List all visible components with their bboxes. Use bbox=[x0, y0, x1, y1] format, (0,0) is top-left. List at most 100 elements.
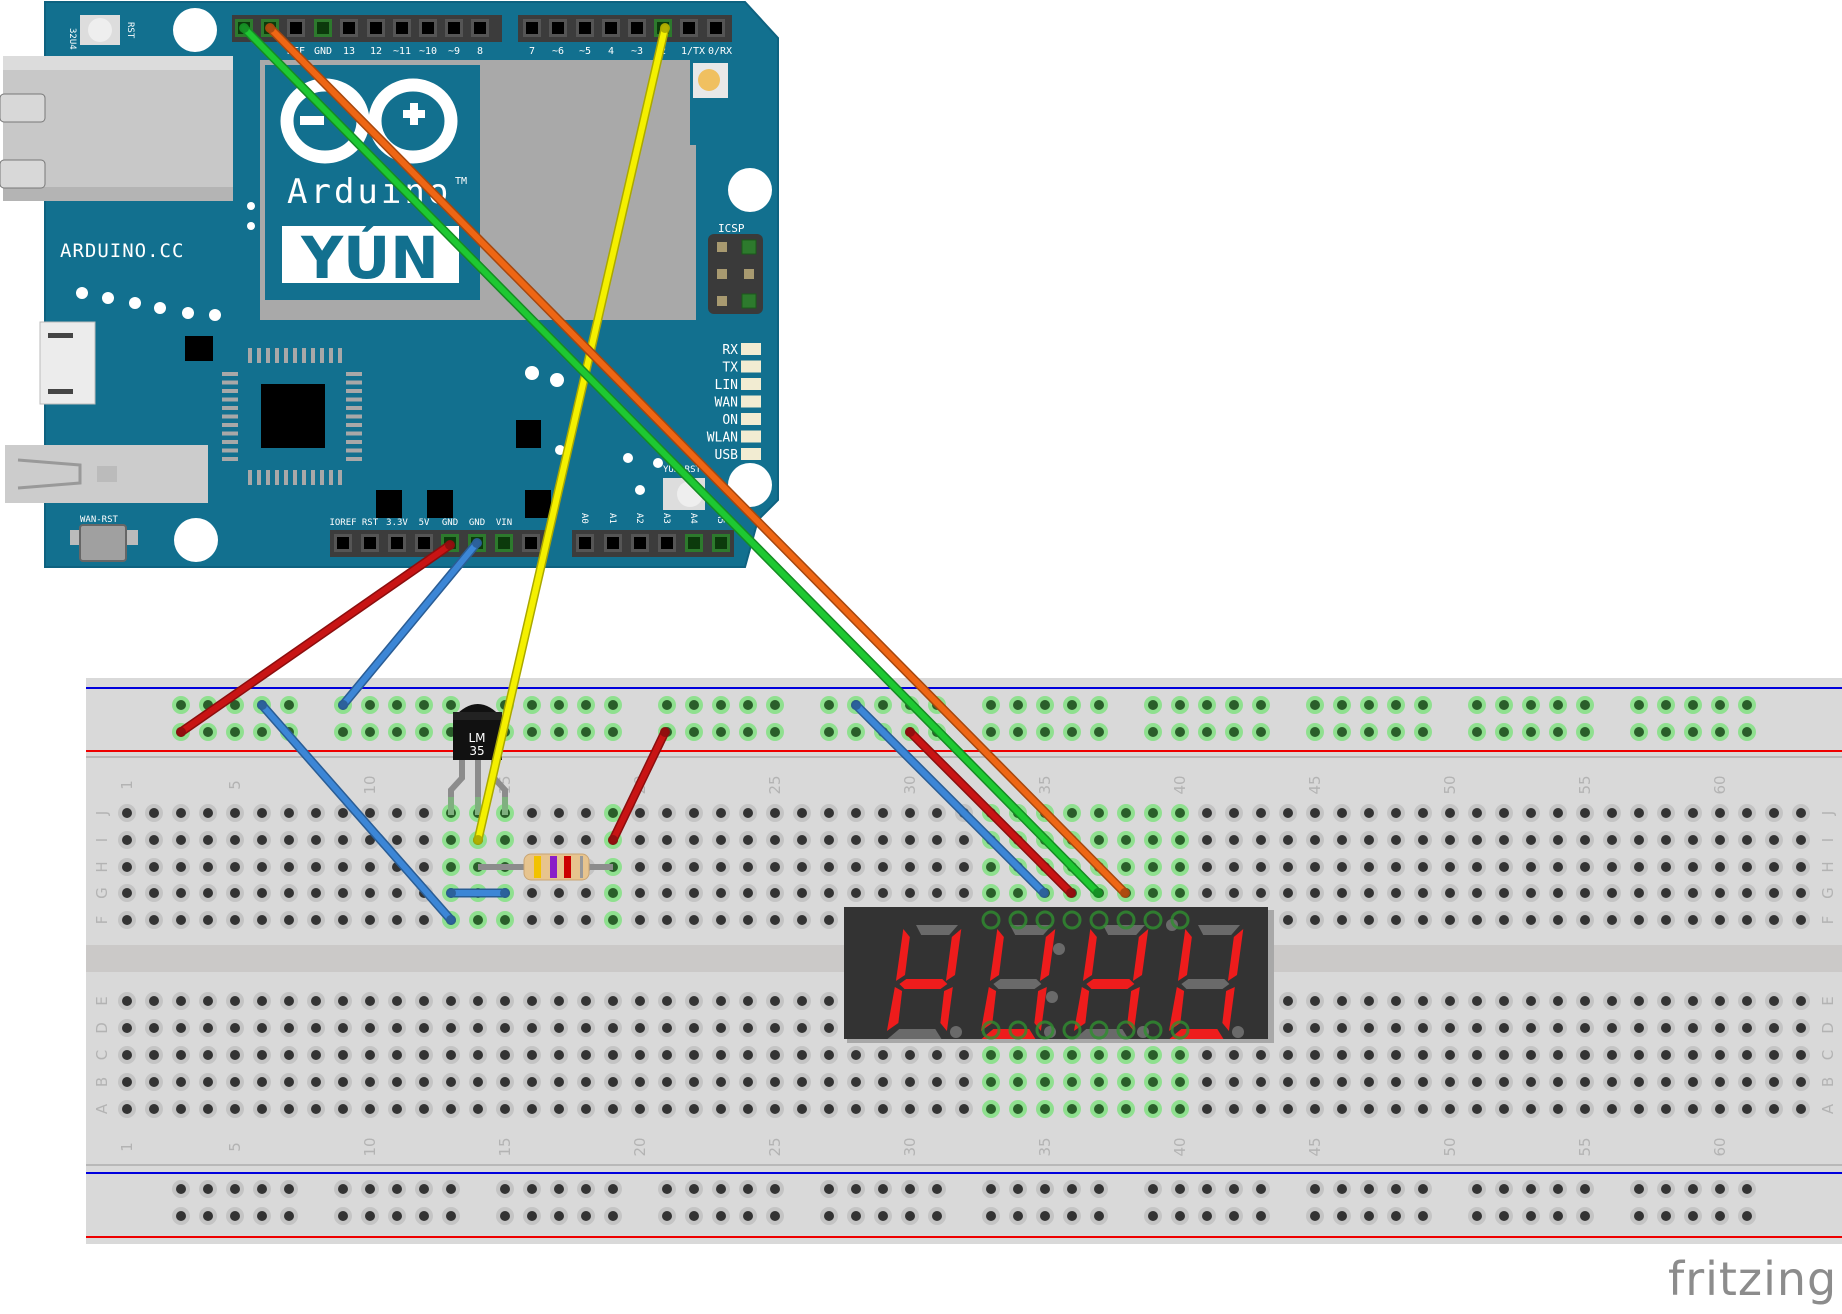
breadboard-hole[interactable] bbox=[1090, 696, 1108, 714]
breadboard-hole[interactable] bbox=[1495, 1180, 1513, 1198]
breadboard-hole[interactable] bbox=[442, 1073, 460, 1091]
breadboard-hole[interactable] bbox=[415, 992, 433, 1010]
breadboard-hole[interactable] bbox=[388, 884, 406, 902]
header-pin[interactable] bbox=[471, 19, 489, 37]
breadboard-hole[interactable] bbox=[550, 884, 568, 902]
breadboard-hole[interactable] bbox=[172, 884, 190, 902]
breadboard-hole[interactable] bbox=[955, 1046, 973, 1064]
wire-green[interactable] bbox=[239, 23, 1103, 898]
breadboard-hole[interactable] bbox=[1468, 1073, 1486, 1091]
breadboard-hole[interactable] bbox=[1630, 884, 1648, 902]
header-pin[interactable] bbox=[334, 534, 352, 552]
breadboard-hole[interactable] bbox=[874, 831, 892, 849]
breadboard-hole[interactable] bbox=[307, 831, 325, 849]
breadboard-hole[interactable] bbox=[685, 992, 703, 1010]
breadboard-hole[interactable] bbox=[1360, 884, 1378, 902]
header-pin[interactable] bbox=[287, 19, 305, 37]
breadboard-hole[interactable] bbox=[1225, 1180, 1243, 1198]
breadboard-hole[interactable] bbox=[1306, 1019, 1324, 1037]
breadboard-hole[interactable] bbox=[415, 858, 433, 876]
breadboard-hole[interactable] bbox=[1576, 992, 1594, 1010]
breadboard-hole[interactable] bbox=[1630, 1180, 1648, 1198]
breadboard-hole[interactable] bbox=[145, 831, 163, 849]
breadboard-hole[interactable] bbox=[1306, 696, 1324, 714]
breadboard-hole[interactable] bbox=[1792, 911, 1810, 929]
breadboard-hole[interactable] bbox=[1765, 992, 1783, 1010]
breadboard-hole[interactable] bbox=[1657, 911, 1675, 929]
breadboard-hole[interactable] bbox=[1549, 804, 1567, 822]
breadboard-hole[interactable] bbox=[1576, 804, 1594, 822]
breadboard-hole[interactable] bbox=[442, 831, 460, 849]
breadboard-hole[interactable] bbox=[658, 831, 676, 849]
breadboard-hole[interactable] bbox=[1657, 1046, 1675, 1064]
breadboard-hole[interactable] bbox=[928, 804, 946, 822]
wire-end[interactable] bbox=[338, 700, 348, 710]
breadboard-hole[interactable] bbox=[847, 1073, 865, 1091]
breadboard-hole[interactable] bbox=[388, 1019, 406, 1037]
breadboard-hole[interactable] bbox=[1657, 992, 1675, 1010]
breadboard-hole[interactable] bbox=[496, 1046, 514, 1064]
breadboard-hole[interactable] bbox=[199, 1207, 217, 1225]
breadboard-hole[interactable] bbox=[658, 1207, 676, 1225]
breadboard-hole[interactable] bbox=[1252, 831, 1270, 849]
breadboard-hole[interactable] bbox=[253, 884, 271, 902]
breadboard-hole[interactable] bbox=[1495, 723, 1513, 741]
breadboard-hole[interactable] bbox=[1225, 723, 1243, 741]
breadboard-hole[interactable] bbox=[1765, 831, 1783, 849]
breadboard-hole[interactable] bbox=[1522, 1073, 1540, 1091]
breadboard-hole[interactable] bbox=[1090, 1180, 1108, 1198]
breadboard-hole[interactable] bbox=[1198, 1100, 1216, 1118]
wire-end[interactable] bbox=[1120, 888, 1130, 898]
breadboard-hole[interactable] bbox=[1684, 1073, 1702, 1091]
breadboard-hole[interactable] bbox=[1279, 858, 1297, 876]
wire-disp-red[interactable] bbox=[905, 727, 1076, 898]
breadboard-hole[interactable] bbox=[874, 1180, 892, 1198]
breadboard-hole[interactable] bbox=[253, 804, 271, 822]
breadboard-hole[interactable] bbox=[334, 1019, 352, 1037]
breadboard-hole[interactable] bbox=[766, 884, 784, 902]
breadboard-hole[interactable] bbox=[280, 858, 298, 876]
breadboard-hole[interactable] bbox=[1198, 858, 1216, 876]
breadboard-hole[interactable] bbox=[226, 723, 244, 741]
breadboard-hole[interactable] bbox=[1495, 1046, 1513, 1064]
breadboard-hole[interactable] bbox=[1414, 858, 1432, 876]
breadboard-hole[interactable] bbox=[1198, 804, 1216, 822]
breadboard-hole[interactable] bbox=[172, 831, 190, 849]
breadboard-hole[interactable] bbox=[226, 1207, 244, 1225]
breadboard-hole[interactable] bbox=[1252, 1180, 1270, 1198]
breadboard-hole[interactable] bbox=[1009, 696, 1027, 714]
breadboard-hole[interactable] bbox=[1657, 723, 1675, 741]
breadboard-hole[interactable] bbox=[766, 831, 784, 849]
breadboard-hole[interactable] bbox=[1522, 858, 1540, 876]
breadboard-hole[interactable] bbox=[1495, 992, 1513, 1010]
breadboard-hole[interactable] bbox=[928, 1046, 946, 1064]
breadboard-hole[interactable] bbox=[226, 1100, 244, 1118]
wire-end[interactable] bbox=[1066, 888, 1076, 898]
breadboard-hole[interactable] bbox=[1009, 1046, 1027, 1064]
breadboard-hole[interactable] bbox=[604, 1180, 622, 1198]
breadboard-hole[interactable] bbox=[1414, 911, 1432, 929]
breadboard-hole[interactable] bbox=[577, 884, 595, 902]
breadboard-hole[interactable] bbox=[361, 1019, 379, 1037]
breadboard-hole[interactable] bbox=[874, 858, 892, 876]
breadboard-hole[interactable] bbox=[1765, 804, 1783, 822]
breadboard-hole[interactable] bbox=[1090, 804, 1108, 822]
breadboard-hole[interactable] bbox=[172, 858, 190, 876]
breadboard-hole[interactable] bbox=[1657, 884, 1675, 902]
breadboard-hole[interactable] bbox=[1117, 1073, 1135, 1091]
breadboard-hole[interactable] bbox=[1333, 831, 1351, 849]
breadboard-hole[interactable] bbox=[1090, 1207, 1108, 1225]
breadboard-hole[interactable] bbox=[1603, 911, 1621, 929]
breadboard-hole[interactable] bbox=[523, 1100, 541, 1118]
breadboard-hole[interactable] bbox=[1468, 992, 1486, 1010]
breadboard-hole[interactable] bbox=[739, 1207, 757, 1225]
breadboard-hole[interactable] bbox=[145, 911, 163, 929]
breadboard-hole[interactable] bbox=[226, 1046, 244, 1064]
breadboard-hole[interactable] bbox=[1738, 831, 1756, 849]
breadboard-hole[interactable] bbox=[739, 884, 757, 902]
breadboard-hole[interactable] bbox=[712, 1180, 730, 1198]
breadboard-hole[interactable] bbox=[820, 1207, 838, 1225]
breadboard-hole[interactable] bbox=[658, 911, 676, 929]
breadboard-hole[interactable] bbox=[253, 723, 271, 741]
breadboard-hole[interactable] bbox=[793, 804, 811, 822]
